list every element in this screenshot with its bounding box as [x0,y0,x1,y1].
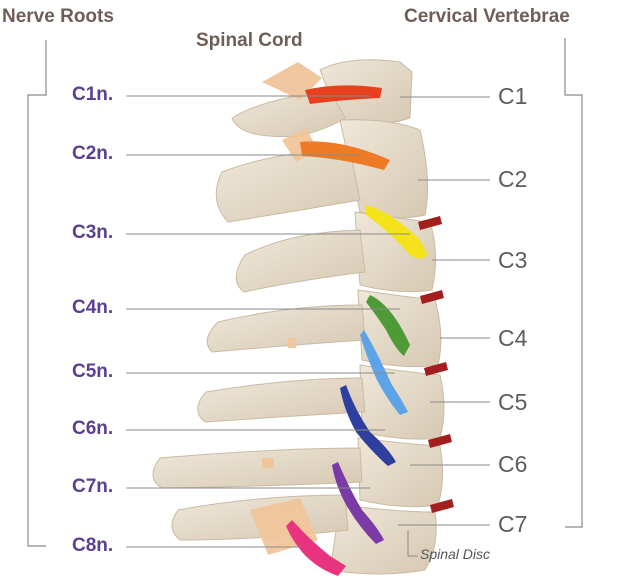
nerve-label-c8: C8n. [72,535,113,557]
process-c5 [198,378,365,422]
vertebrae-bracket [565,38,582,527]
vertebra-label-c7: C7 [498,511,527,538]
nerve-roots-bracket [28,40,46,546]
nerve-label-c6: C6n. [72,418,113,440]
spinal-disc-label: Spinal Disc [420,546,490,562]
header-nerve-roots: Nerve Roots [2,6,114,28]
vertebra-label-c1: C1 [498,83,527,110]
header-cervical-vertebrae: Cervical Vertebrae [404,6,570,28]
process-c6 [153,448,362,488]
process-c2 [216,150,360,222]
vertebra-label-c6: C6 [498,451,527,478]
process-c3 [236,230,365,292]
vertebra-label-c3: C3 [498,247,527,274]
nerve-label-c3: C3n. [72,222,113,244]
spinal-cord-bit-1 [262,458,274,468]
nerve-label-c5: C5n. [72,361,113,383]
vertebra-label-c5: C5 [498,389,527,416]
vertebra-label-c4: C4 [498,325,527,352]
nerve-label-c7: C7n. [72,476,113,498]
process-c4 [207,305,365,352]
header-spinal-cord: Spinal Cord [196,30,303,52]
nerve-label-c2: C2n. [72,143,113,165]
spinal-cord-bit-2 [288,338,296,348]
nerve-label-c4: C4n. [72,297,113,319]
nerve-label-c1: C1n. [72,84,113,106]
vertebra-label-c2: C2 [498,166,527,193]
